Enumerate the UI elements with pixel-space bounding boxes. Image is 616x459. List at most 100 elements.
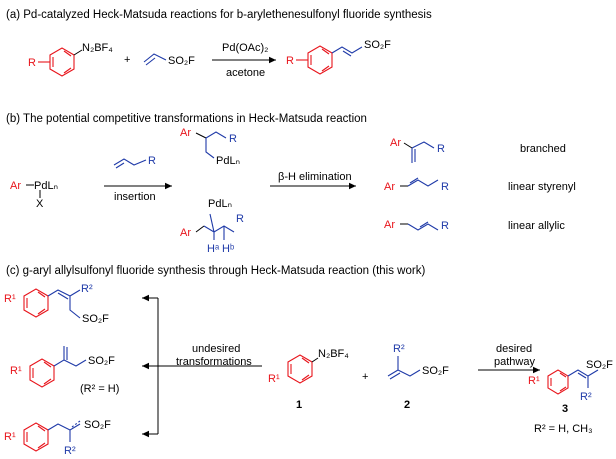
sulfonyl-fluoride: SO₂F (82, 313, 109, 325)
ar-label: Ar (10, 180, 21, 192)
desired-label-2: pathway (494, 356, 535, 368)
diazonium-label: N₂BF₄ (318, 348, 349, 360)
intermediate-branched: Ar R PdLₙ (180, 127, 240, 167)
r-label: R (148, 155, 156, 167)
aromatic-bonds (52, 50, 72, 74)
benzene-ring (49, 47, 75, 77)
product-linear-styrenyl: Ar R linear styrenyl (384, 177, 576, 193)
double-bond (577, 372, 587, 379)
aromatic-bonds (26, 425, 46, 449)
sulfonyl-fluoride: SO₂F (586, 359, 613, 371)
r1-label: R¹ (4, 293, 16, 305)
product-branched-label: branched (520, 143, 566, 155)
sulfonyl-fluoride: SO₂F (88, 355, 115, 367)
h-b-label: Hᵇ (222, 243, 234, 255)
diazonium-label: N₂BF₄ (82, 42, 113, 54)
double-bond (409, 177, 419, 184)
compound-1-number: 1 (296, 399, 302, 411)
r-label: R (229, 133, 237, 145)
allyl-chain (113, 158, 147, 166)
alkene-chain (331, 46, 363, 54)
intermediate-linear: PdLₙ Ar R Hᵃ Hᵇ (180, 198, 244, 255)
benzene-ring (287, 354, 313, 384)
chain (47, 289, 81, 319)
r1-label: R¹ (10, 365, 22, 377)
undesired-product-3: R¹ R² SO₂F (4, 419, 111, 457)
c-n-bond (73, 49, 83, 56)
r-label: R (236, 213, 244, 225)
panel-c: (c) g-aryl allylsulfonyl fluoride synthe… (4, 265, 613, 457)
panel-a-product: R SO₂F (286, 39, 391, 75)
ar-label: Ar (180, 127, 191, 139)
r-substituent: R (28, 57, 36, 69)
aromatic-bonds (310, 48, 330, 72)
alkene-double (342, 50, 352, 57)
undesired-product-1: R¹ R² SO₂F (4, 283, 109, 325)
undesired-label-2: transformations (176, 356, 252, 368)
r1-label: R¹ (528, 375, 540, 387)
r-label: R (437, 143, 445, 155)
plus-sign: + (362, 371, 368, 383)
product-linear-allylic: Ar R linear allylic (384, 219, 565, 232)
plus-sign: + (124, 54, 130, 66)
aromatic-bonds (26, 291, 46, 315)
compound-3-number: 3 (562, 403, 568, 415)
aryl-palladium: Ar PdLₙ X (10, 180, 58, 210)
ar-bond (195, 132, 207, 139)
product-allylic-label: linear allylic (508, 220, 565, 232)
chain (411, 141, 435, 163)
ar-bond (403, 142, 413, 149)
desired-label-1: desired (496, 343, 532, 355)
panel-c-heading: (c) g-aryl allylsulfonyl fluoride synthe… (6, 265, 425, 277)
r1-label: R¹ (4, 431, 16, 443)
chain (203, 213, 235, 240)
catalyst-label: Pd(OAc)₂ (222, 42, 268, 54)
aromatic-bonds (290, 357, 310, 381)
benzene-ring (547, 369, 569, 395)
r2-label: R² (64, 445, 76, 457)
r2-label: R² (580, 391, 592, 403)
compound-2-number: 2 (404, 399, 410, 411)
panel-a-aryl-diazonium: N₂BF₄ R (28, 42, 113, 77)
double-bond (57, 292, 69, 300)
x-ligand: X (36, 198, 44, 210)
compound-3: R¹ R² SO₂F 3 R² = H, CH₃ (528, 359, 613, 435)
ar-label: Ar (384, 181, 395, 193)
sulfonyl-fluoride: SO₂F (84, 419, 111, 431)
panel-a: (a) Pd-catalyzed Heck-Matsuda reactions … (6, 9, 432, 79)
r-label: R (441, 220, 449, 232)
chain (567, 369, 599, 388)
chain (47, 423, 81, 442)
chain (407, 179, 439, 187)
ar-label: Ar (384, 219, 395, 231)
product-styrenyl-label: linear styrenyl (508, 181, 576, 193)
undesired-label-1: undesired (192, 343, 240, 355)
double-bond (419, 221, 429, 228)
panel-b-heading: (b) The potential competitive transforma… (6, 113, 367, 125)
chain (387, 356, 421, 380)
r1-label: R¹ (268, 373, 280, 385)
chain (407, 223, 439, 231)
h-a-label: Hᵃ (207, 243, 220, 255)
panel-b: (b) The potential competitive transforma… (6, 113, 576, 255)
compound-1: R¹ N₂BF₄ 1 (268, 348, 349, 411)
vinyl-bond (143, 53, 167, 63)
ar-label: Ar (390, 137, 401, 149)
r2-label: R² (81, 283, 93, 295)
solvent-label: acetone (226, 67, 265, 79)
chain (205, 131, 227, 159)
pd-complex: PdLₙ (208, 198, 232, 210)
benzene-ring (23, 288, 49, 318)
allyl-double (115, 162, 125, 169)
r2-options: R² = H, CH₃ (534, 423, 593, 435)
product-branched: Ar R branched (390, 137, 566, 163)
vinyl-double (145, 57, 156, 66)
sulfonyl-fluoride: SO₂F (422, 365, 449, 377)
insertion-label: insertion (114, 191, 156, 203)
r2-h-note: (R² = H) (80, 383, 119, 395)
pd-complex: PdLₙ (216, 155, 240, 167)
undesired-product-2: R¹ SO₂F (R² = H) (10, 346, 119, 395)
r-label: R (441, 181, 449, 193)
sulfonyl-fluoride: SO₂F (168, 55, 195, 67)
